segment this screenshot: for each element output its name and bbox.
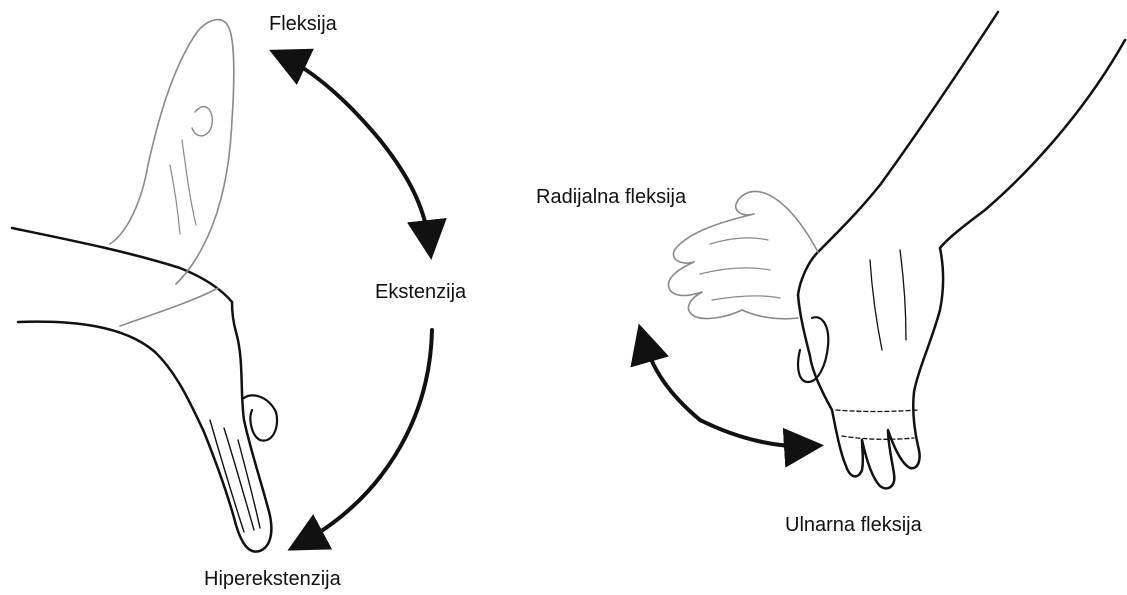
left-hand-illustration [12,20,277,552]
ulnar-hand-outline [798,248,943,488]
ulnar-hand-knuckle-creases [836,410,918,439]
forearm-upper-contour [12,228,232,302]
radial-ulnar-arc-start [642,335,700,420]
extended-hand-finger-lines [210,420,260,532]
radial-hand-crease-ghost [700,238,780,300]
extended-hand-thumb [244,395,277,440]
radial-hand-ghost-outline [668,191,818,318]
extension-label: Ekstenzija [375,281,466,304]
right-hand-illustration [668,12,1125,488]
ulnar-flexion-label: Ulnarna fleksija [785,514,922,537]
right-forearm-left-contour [798,12,998,295]
forearm-lower-contour [18,322,155,352]
flexion-extension-arc-upper-start [280,55,380,140]
extended-hand-outline [155,302,271,552]
radial-ulnar-arc-end [700,420,812,446]
hyperextension-label: Hiperekstenzija [204,568,341,591]
ulnar-hand-palm-lines [870,250,906,350]
flexion-extension-arc-upper [380,140,430,248]
flexed-hand-crease-ghost [170,140,196,234]
extension-hyperextension-arc-lower [298,330,432,545]
right-forearm-right-contour [940,40,1125,248]
radial-flexion-label: Radijalna fleksija [536,186,686,209]
flexion-label: Fleksija [269,13,337,36]
flexed-hand-thumb-ghost [192,107,212,136]
